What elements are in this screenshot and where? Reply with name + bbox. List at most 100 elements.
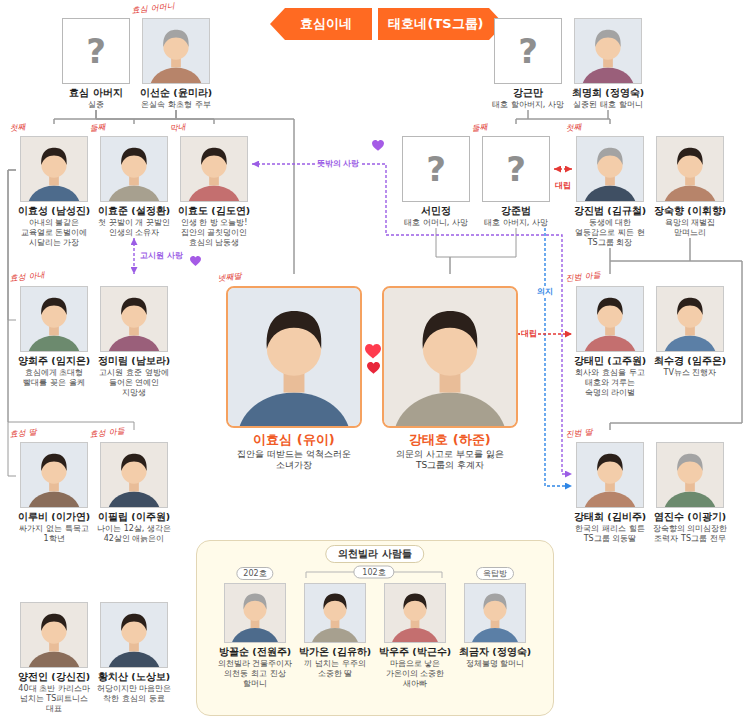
portrait-figure xyxy=(657,443,723,507)
description: 태호 아버지, 사망 xyxy=(478,218,554,228)
photo-frame xyxy=(100,136,168,202)
family-line xyxy=(176,110,214,124)
lead-card: 넷째딸이효심 (유이)집안을 떠받드는 억척스러운 소녀가장 xyxy=(224,274,364,471)
portrait-body xyxy=(108,336,160,352)
portrait-body xyxy=(664,492,716,508)
lead-card: 강태호 (하준)의문의 사고로 부모를 잃은 TS그룹의 후계자 xyxy=(382,274,518,471)
family-line xyxy=(96,110,214,124)
person-card: 최수경 (임주은)TV뉴스 진행자 xyxy=(652,274,728,378)
portrait-figure xyxy=(225,584,285,642)
portrait-body xyxy=(664,336,716,352)
person-name: 최명희 (정영숙) xyxy=(570,87,646,98)
person-name: 이필립 (이주원) xyxy=(96,511,172,522)
relation-label: 대립 xyxy=(554,181,572,191)
photo-frame xyxy=(100,442,168,508)
portrait-hair xyxy=(677,148,702,165)
portrait-hair xyxy=(41,614,66,631)
person-name: 박가온 (김유하) xyxy=(297,646,373,657)
family-line xyxy=(96,110,134,124)
portrait-body xyxy=(311,628,359,642)
portrait-body xyxy=(28,652,80,668)
person-name: 양전인 (강신진) xyxy=(16,671,92,682)
relation-label: 고시원 사랑 xyxy=(139,251,184,261)
portrait-hair xyxy=(41,148,66,165)
person-name: 강근만 xyxy=(490,87,566,98)
person-card: 염진수 (이광기)장숙향의 의미심장한 조력자 TS그룹 전무 xyxy=(652,430,728,544)
photo-frame xyxy=(304,583,366,643)
portrait-body xyxy=(584,336,636,352)
photo-frame xyxy=(576,286,644,352)
person-card: 박우주 (박근수)마음으로 낳은 가온이의 소중한 새아빠 xyxy=(377,565,453,689)
photo-frame xyxy=(20,602,88,668)
portrait-body xyxy=(28,492,80,508)
photo-frame xyxy=(656,286,724,352)
portrait-hair xyxy=(483,594,506,610)
relation-label: 뜻밖의 사랑 xyxy=(316,159,361,169)
photo-frame xyxy=(576,442,644,508)
portrait-figure xyxy=(21,137,87,201)
person-card: 효심 어머니이선순 (윤미라)온실속 화초형 주부 xyxy=(138,6,214,110)
portrait-body xyxy=(108,492,160,508)
heart-symbol xyxy=(372,140,384,151)
person-card: ?서민정태호 어머니, 사망 xyxy=(398,124,474,228)
description: 동생에 대한 열등감으로 찌든 현 TS그룹 회장 xyxy=(572,218,648,248)
photo-frame xyxy=(100,286,168,352)
person-card: 진범 아들강태민 (고주원)회사와 효심을 두고 태호와 겨루는 숙명의 라이벌 xyxy=(572,274,648,398)
family-line xyxy=(96,110,294,274)
family-line xyxy=(176,110,294,274)
person-card: 202호방꼴순 (전원주)의천빌라 건물주이자 의천동 최고 진상 할머니 xyxy=(217,565,293,689)
photo-frame xyxy=(224,583,286,643)
description: 싸가지 없는 특목고 1학년 xyxy=(16,524,92,544)
person-card: ? 효심 아버지실종 xyxy=(58,6,134,110)
portrait-figure xyxy=(101,603,167,667)
portrait-hair xyxy=(121,148,146,165)
portrait-body xyxy=(28,186,80,202)
unknown-mark: ? xyxy=(483,137,549,201)
portrait-figure xyxy=(181,137,247,201)
person-card: 효성 아내양희주 (임지은)효심에게 초대형 빨대를 꽂은 올케 xyxy=(16,274,92,388)
unknown-photo: ? xyxy=(62,18,130,84)
person-name: 강준범 xyxy=(478,205,554,216)
person-card: 효성 딸이루비 (이가연)싸가지 없는 특목고 1학년 xyxy=(16,430,92,544)
photo-frame xyxy=(656,442,724,508)
photo-frame xyxy=(576,136,644,202)
portrait-figure xyxy=(21,443,87,507)
portrait-hair xyxy=(597,298,622,315)
person-name: 강태호 (하준) xyxy=(382,432,518,447)
description: 효심에게 초대형 빨대를 꽂은 올케 xyxy=(16,368,92,388)
description: 고시원 효준 옆방에 들어온 연예인 지망생 xyxy=(96,368,172,398)
description: 끼 넘치는 우주의 소중한 딸 xyxy=(297,659,373,679)
arrow-body xyxy=(270,8,372,40)
portrait-body xyxy=(664,186,716,202)
portrait-body xyxy=(238,393,351,426)
heart-symbol xyxy=(190,256,201,266)
person-name: 이선순 (윤미라) xyxy=(138,87,214,98)
photo-frame xyxy=(20,442,88,508)
portrait-body xyxy=(231,628,279,642)
person-name: 강태민 (고주원) xyxy=(572,355,648,366)
description: 허당이지만 마음만은 착한 효심의 동료 xyxy=(96,684,172,704)
description: 나이는 12살, 생각은 42살인 애늙은이 xyxy=(96,524,172,544)
portrait-hair xyxy=(423,311,478,349)
person-name: 효심 아버지 xyxy=(58,87,134,98)
room-tag: 202호 xyxy=(236,567,273,580)
description: 인생 한 방 오늘방! 집안의 골칫덩이인 효심의 남동생 xyxy=(176,218,252,248)
portrait-figure xyxy=(101,287,167,351)
relation-arrow xyxy=(554,168,572,169)
photo-frame xyxy=(180,136,248,202)
description: 실종 xyxy=(58,100,134,110)
portrait-figure xyxy=(384,288,516,426)
person-card: 옥탑방최금자 (정영숙)정체불명 할머니 xyxy=(457,565,533,669)
portrait-figure xyxy=(657,137,723,201)
header-arrow: 태호네(TS그룹) xyxy=(378,8,504,40)
family-line xyxy=(54,110,96,124)
person-name: 서민정 xyxy=(398,205,474,216)
portrait-figure xyxy=(657,287,723,351)
photo-frame xyxy=(382,286,518,428)
portrait-hair xyxy=(163,30,188,47)
family-line xyxy=(54,110,176,124)
person-name: 최수경 (임주은) xyxy=(652,355,728,366)
person-card: 박가온 (김유하) 끼 넘치는 우주의 소중한 딸 xyxy=(297,565,373,679)
arrow-body xyxy=(378,8,504,40)
description: 아내의 불같은 교육열로 돈벌이에 시달리는 가장 xyxy=(16,218,92,248)
